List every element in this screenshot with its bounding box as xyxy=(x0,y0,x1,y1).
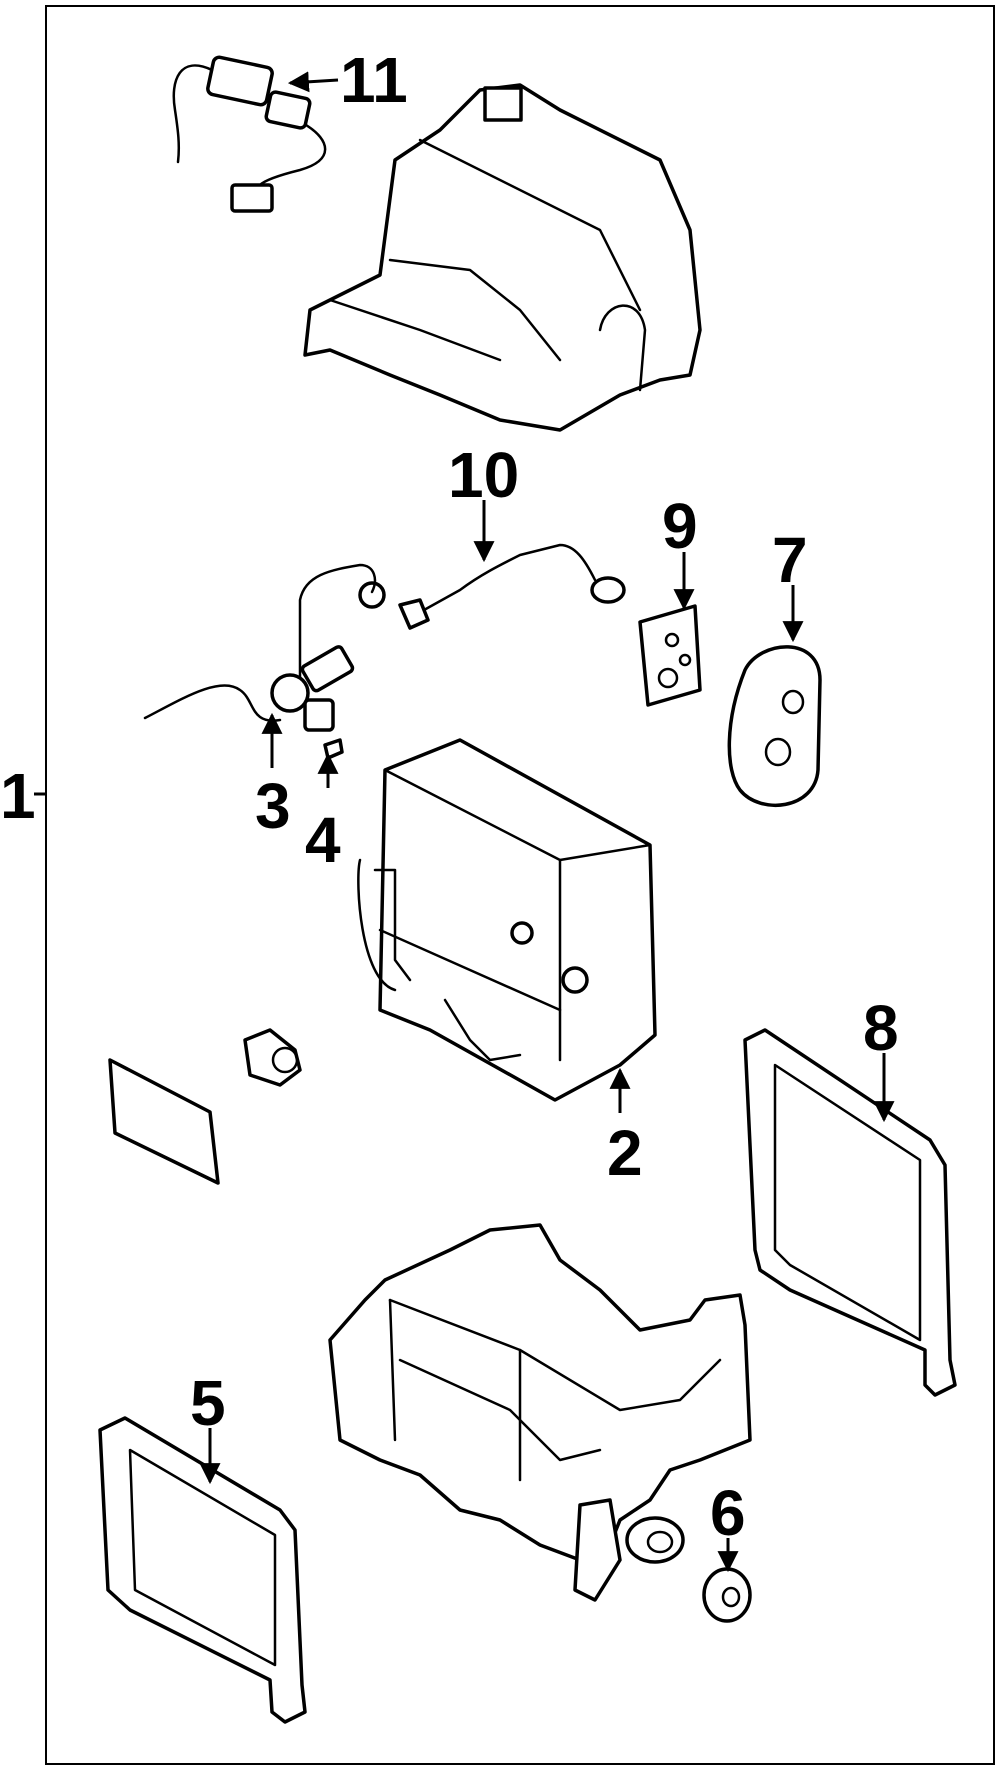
part-8-seal xyxy=(743,1028,957,1397)
part-5-seal xyxy=(98,1416,307,1724)
clip xyxy=(243,1028,302,1087)
upper-case xyxy=(303,83,702,432)
callout-5: 5 xyxy=(190,1367,226,1439)
part-9-gasket xyxy=(638,604,702,707)
callout-2: 2 xyxy=(607,1117,643,1189)
callout-3: 3 xyxy=(255,770,291,842)
callout-7: 7 xyxy=(772,524,808,596)
callout-4: 4 xyxy=(305,804,341,876)
part-11-resistor xyxy=(172,55,327,213)
callout-6: 6 xyxy=(710,1477,746,1549)
part-6-grommet xyxy=(702,1567,752,1623)
callout-8: 8 xyxy=(863,992,899,1064)
filter-panel xyxy=(108,1058,220,1185)
part-7-grommet xyxy=(727,645,822,808)
lower-case xyxy=(328,1223,752,1602)
callout-11: 11 xyxy=(340,44,408,116)
callout-9: 9 xyxy=(662,490,698,562)
part-10-tube xyxy=(358,543,626,630)
part-2-evaporator xyxy=(357,738,657,1102)
callout-1: 1 xyxy=(0,760,36,832)
diagram-frame xyxy=(45,5,995,1765)
callout-10: 10 xyxy=(448,439,519,511)
part-3-expansion-valve xyxy=(143,563,377,760)
